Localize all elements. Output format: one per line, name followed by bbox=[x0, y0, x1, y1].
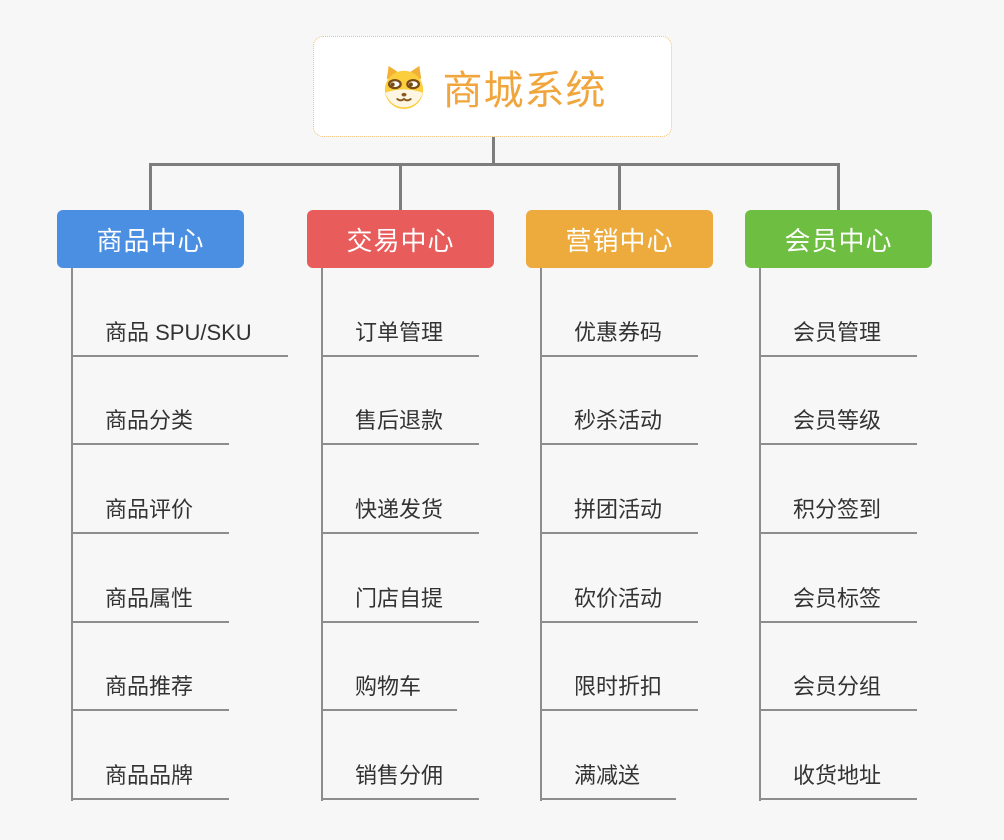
branch-3: 营销中心 优惠券码秒杀活动拼团活动砍价活动限时折扣满减送 bbox=[526, 210, 786, 801]
branch-item[interactable]: 收货地址 bbox=[759, 711, 918, 801]
branch-item[interactable]: 积分签到 bbox=[759, 445, 918, 535]
branch-item[interactable]: 门店自提 bbox=[321, 534, 480, 623]
branch-item[interactable]: 会员管理 bbox=[759, 268, 918, 357]
branch-trunk-line bbox=[321, 268, 323, 801]
branch-item-label: 会员分组 bbox=[793, 674, 882, 700]
branch-2: 交易中心 订单管理售后退款快递发货门店自提购物车销售分佣 bbox=[307, 210, 567, 801]
branch-item-label: 收货地址 bbox=[793, 763, 882, 789]
branch-item-label: 商品品牌 bbox=[105, 763, 194, 789]
branch-header-label: 营销中心 bbox=[565, 225, 674, 256]
branch-item[interactable]: 商品评价 bbox=[71, 445, 230, 535]
connector-drop-2 bbox=[399, 164, 402, 210]
branch-items: 商品 SPU/SKU 商品分类商品评价商品属性商品推荐商品品牌 bbox=[71, 268, 288, 801]
branch-item[interactable]: 购物车 bbox=[321, 623, 458, 712]
branch-item-label: 积分签到 bbox=[793, 497, 882, 523]
branch-item-label: 订单管理 bbox=[355, 319, 444, 345]
connector-drop-1 bbox=[149, 164, 152, 210]
branch-item[interactable]: 商品 SPU/SKU bbox=[71, 268, 288, 357]
connector-horizontal bbox=[149, 163, 840, 166]
connector-drop-4 bbox=[837, 164, 840, 210]
branch-item[interactable]: 限时折扣 bbox=[540, 623, 699, 712]
branch-item-label: 商品属性 bbox=[105, 585, 194, 611]
branch-item[interactable]: 秒杀活动 bbox=[540, 357, 699, 446]
branch-item[interactable]: 商品分类 bbox=[71, 357, 230, 446]
branch-item-label: 门店自提 bbox=[355, 585, 444, 611]
branch-item-label: 售后退款 bbox=[355, 408, 444, 434]
branch-item-label: 砍价活动 bbox=[574, 585, 663, 611]
branch-item-label: 购物车 bbox=[355, 674, 422, 700]
branch-trunk-line bbox=[540, 268, 542, 801]
branch-item-label: 秒杀活动 bbox=[574, 408, 663, 434]
branch-item-label: 商品推荐 bbox=[105, 674, 194, 700]
branch-trunk-line bbox=[71, 268, 73, 801]
branch-header[interactable]: 会员中心 bbox=[745, 210, 932, 268]
branch-item[interactable]: 快递发货 bbox=[321, 445, 480, 535]
branch-item-label: 商品 SPU/SKU bbox=[105, 319, 252, 345]
branch-1: 商品中心 商品 SPU/SKU 商品分类商品评价商品属性商品推荐商品品牌 bbox=[57, 210, 317, 801]
branch-item[interactable]: 砍价活动 bbox=[540, 534, 699, 623]
branch-item-label: 销售分佣 bbox=[355, 763, 444, 789]
branch-item-label: 会员标签 bbox=[793, 585, 882, 611]
branch-item-label: 限时折扣 bbox=[574, 674, 663, 700]
branch-item-label: 优惠券码 bbox=[574, 319, 663, 345]
branch-item[interactable]: 拼团活动 bbox=[540, 445, 699, 535]
branch-item[interactable]: 商品推荐 bbox=[71, 623, 230, 712]
root-node[interactable]: 商城系统 bbox=[313, 36, 672, 137]
branch-header-label: 会员中心 bbox=[784, 225, 893, 256]
connector-root-stem bbox=[492, 137, 495, 164]
branch-items: 订单管理售后退款快递发货门店自提购物车销售分佣 bbox=[321, 268, 480, 801]
connector-drop-3 bbox=[618, 164, 621, 210]
branch-header[interactable]: 交易中心 bbox=[307, 210, 494, 268]
dog-face-icon bbox=[379, 64, 429, 110]
branch-items: 优惠券码秒杀活动拼团活动砍价活动限时折扣满减送 bbox=[540, 268, 699, 801]
branch-item[interactable]: 售后退款 bbox=[321, 357, 480, 446]
branch-item[interactable]: 销售分佣 bbox=[321, 711, 480, 801]
branch-header[interactable]: 商品中心 bbox=[57, 210, 244, 268]
branch-trunk-line bbox=[759, 268, 761, 801]
branch-item-label: 拼团活动 bbox=[574, 497, 663, 523]
branch-header[interactable]: 营销中心 bbox=[526, 210, 713, 268]
branch-item[interactable]: 商品属性 bbox=[71, 534, 230, 623]
branch-item[interactable]: 会员等级 bbox=[759, 357, 918, 446]
branch-item-label: 会员等级 bbox=[793, 408, 882, 434]
branch-items: 会员管理会员等级积分签到会员标签会员分组收货地址 bbox=[759, 268, 918, 801]
branch-item-label: 会员管理 bbox=[793, 319, 882, 345]
branch-item-label: 满减送 bbox=[574, 763, 641, 789]
branch-header-label: 交易中心 bbox=[346, 225, 455, 256]
branch-4: 会员中心 会员管理会员等级积分签到会员标签会员分组收货地址 bbox=[745, 210, 1004, 801]
branch-item[interactable]: 会员分组 bbox=[759, 623, 918, 712]
branch-item[interactable]: 优惠券码 bbox=[540, 268, 699, 357]
branch-item-label: 快递发货 bbox=[355, 497, 444, 523]
branch-item[interactable]: 商品品牌 bbox=[71, 711, 230, 801]
branch-header-label: 商品中心 bbox=[96, 225, 205, 256]
branch-item-label: 商品评价 bbox=[105, 497, 194, 523]
branch-item[interactable]: 订单管理 bbox=[321, 268, 480, 357]
root-title: 商城系统 bbox=[442, 68, 607, 113]
branch-item[interactable]: 满减送 bbox=[540, 711, 677, 801]
branch-item-label: 商品分类 bbox=[105, 408, 194, 434]
branch-item[interactable]: 会员标签 bbox=[759, 534, 918, 623]
